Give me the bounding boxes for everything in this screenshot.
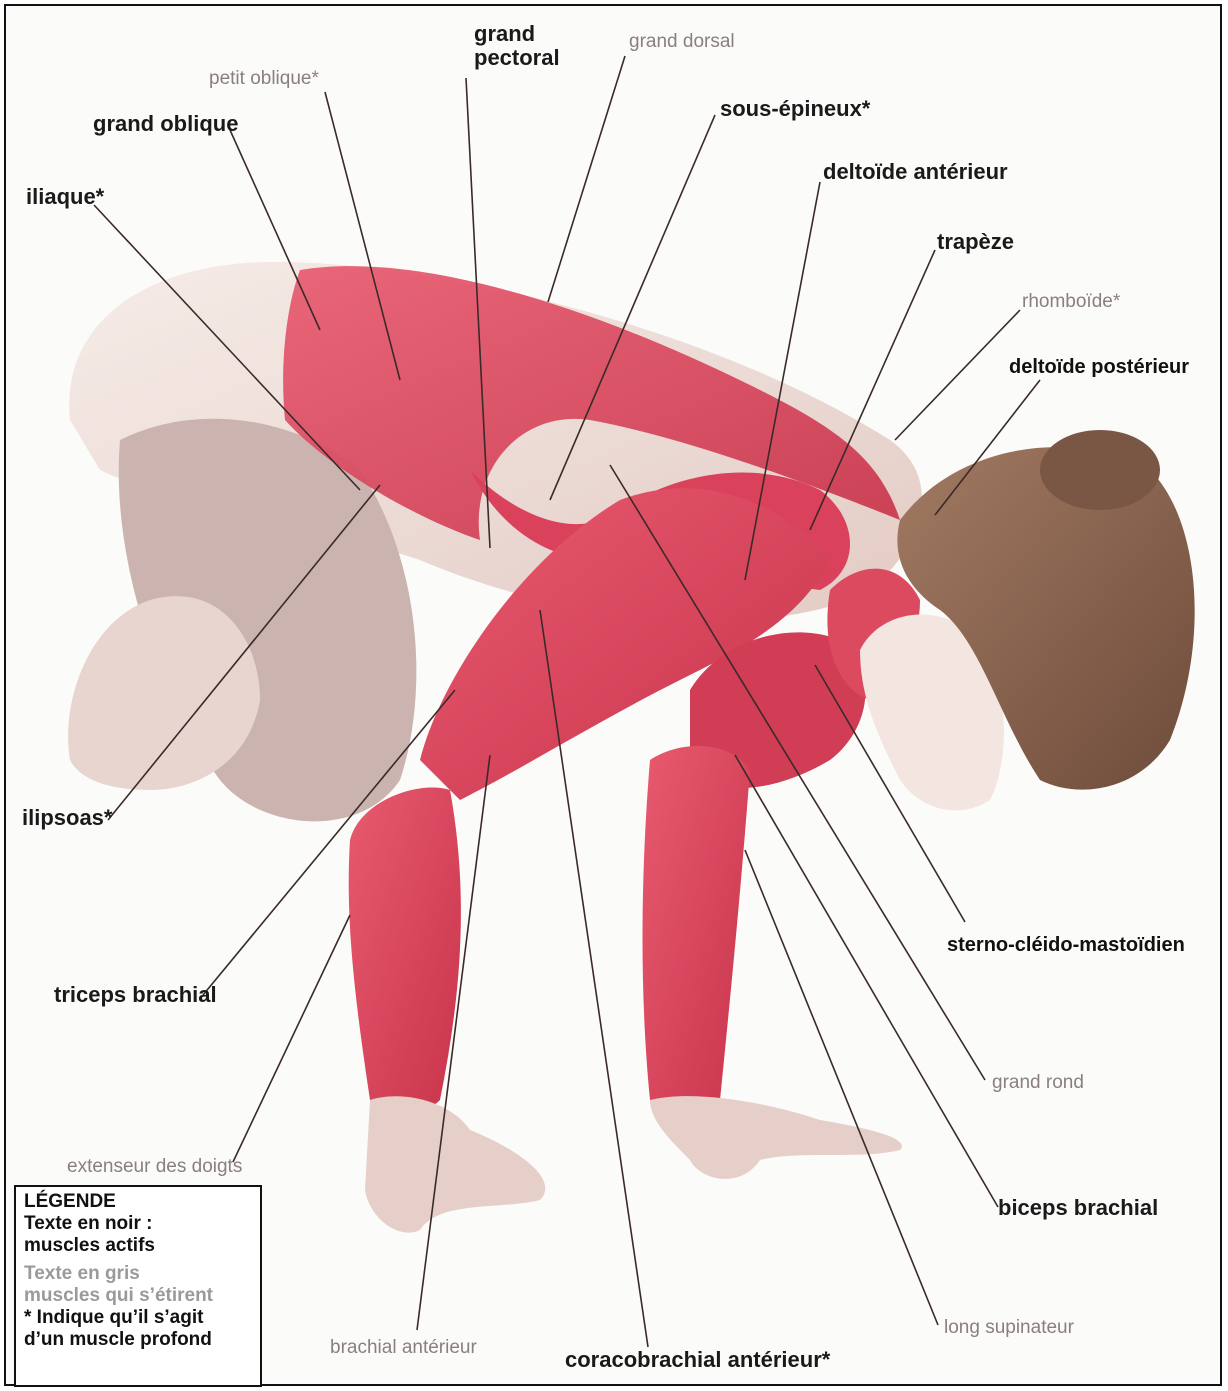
- hair-bun: [1040, 430, 1160, 510]
- label-grand-oblique: grand oblique: [93, 112, 238, 136]
- leader-grand-dorsal: [548, 56, 625, 302]
- near-hand: [365, 1096, 545, 1232]
- legend-gray-line2: muscles qui s’étirent: [24, 1285, 252, 1307]
- label-long-supinateur: long supinateur: [944, 1316, 1074, 1340]
- label-deltoide-anterieur: deltoïde antérieur: [823, 160, 1008, 184]
- label-deltoide-posterieur: deltoïde postérieur: [1009, 355, 1189, 379]
- legend-box: LÉGENDE Texte en noir : muscles actifs T…: [14, 1185, 262, 1387]
- far-hand: [650, 1096, 902, 1179]
- label-extenseur: extenseur des doigts: [67, 1155, 242, 1179]
- label-grand-rond: grand rond: [992, 1071, 1084, 1095]
- leader-long-supinateur: [745, 850, 938, 1325]
- label-rhomboide: rhomboïde*: [1022, 290, 1120, 314]
- label-iliaque: iliaque*: [26, 185, 104, 209]
- label-trapeze: trapèze: [937, 230, 1014, 254]
- legend-title: LÉGENDE: [24, 1191, 252, 1213]
- label-brachial-anterieur: brachial antérieur: [330, 1336, 477, 1360]
- legend-black-line2: muscles actifs: [24, 1235, 252, 1257]
- label-sterno: sterno-cléido-mastoïdien: [947, 933, 1185, 957]
- label-grand-dorsal: grand dorsal: [629, 30, 735, 54]
- label-ilipsoas: ilipsoas*: [22, 806, 112, 830]
- near-forearm: [349, 787, 461, 1115]
- far-forearm: [643, 746, 751, 1115]
- label-biceps: biceps brachial: [998, 1196, 1158, 1220]
- label-grand-pectoral: grand pectoral: [474, 22, 560, 70]
- legend-deep-line2: d’un muscle profond: [24, 1329, 252, 1351]
- label-triceps: triceps brachial: [54, 983, 217, 1007]
- leader-rhomboide: [895, 310, 1020, 440]
- legend-gray-line1: Texte en gris: [24, 1263, 252, 1285]
- legend-deep-line1: * Indique qu’il s’agit: [24, 1307, 252, 1329]
- legend-black-line1: Texte en noir :: [24, 1213, 252, 1235]
- label-coracobrachial: coracobrachial antérieur*: [565, 1348, 830, 1372]
- label-petit-oblique: petit oblique*: [209, 67, 319, 91]
- label-sous-epineux: sous-épineux*: [720, 97, 870, 121]
- leader-extenseur: [233, 915, 350, 1162]
